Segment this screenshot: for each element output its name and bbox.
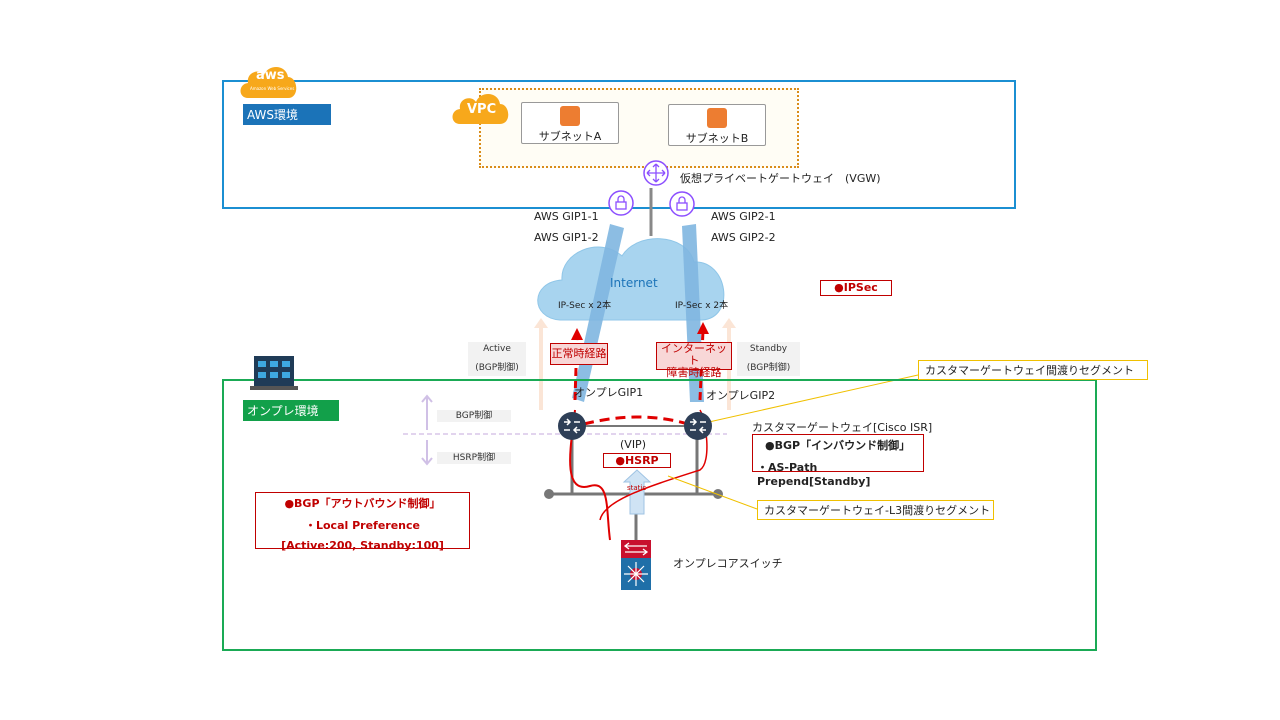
router-standby-icon [684,412,712,440]
core-switch-icon [621,540,651,590]
subnet-a: サブネットA [521,102,619,144]
aws-cloud-icon [240,66,297,98]
aws-logo-text: aws [256,68,285,83]
core-switch-label: オンプレコアスイッチ [673,557,783,570]
subnet-b-label: サブネットB [685,132,749,145]
inbound-control-box: ●BGP「インバウンド制御」 ・AS-Path Prepend[Standby] [752,434,924,488]
ipsec-legend: ●IPSec [820,280,892,296]
aws-logo-subtext: Amazon Web Services [250,86,295,91]
subnet-b-icon [707,108,727,128]
hsrp-label: ●HSRP [603,453,671,468]
inbound-line-1: ●BGP「インバウンド制御」 [765,439,911,452]
static-label: static [627,484,647,492]
aws-gip1-1: AWS GIP1-1 [534,210,599,223]
ipsec-right-label: IP-Sec x 2本 [675,301,729,311]
hsrp-control-label: HSRP制御 [437,452,511,464]
failure-path-label: インターネット 障害時経路 [656,342,732,379]
standby-label: Standby [749,344,788,354]
onprem-region-box [222,379,1097,651]
aws-env-label: AWS環境 [243,104,331,125]
customer-gateway-label: カスタマーゲートウェイ[Cisco ISR] [752,421,933,434]
standby-sublabel: (BGP制御) [746,363,791,373]
vpc-label: VPC [467,102,497,117]
internet-label: Internet [610,276,658,290]
internet-cloud-icon [537,238,725,321]
vip-label: (VIP) [620,438,646,451]
aws-gip2-1: AWS GIP2-1 [711,210,776,223]
onprem-gip2-label: オンプレGIP2 [706,389,776,402]
inbound-line-2: ・AS-Path Prepend[Standby] [757,461,871,488]
vgw-label: 仮想プライベートゲートウェイ (VGW) [680,172,881,185]
vpn-connection-1-icon [608,190,634,216]
outbound-line-1: ●BGP「アウトバウンド制御」 [284,497,441,510]
router-active-icon [558,412,586,440]
active-label: Active [483,344,511,354]
vgw-icon [643,160,669,186]
onprem-env-label: オンプレ環境 [243,400,339,421]
outbound-line-3: [Active:200, Standby:100] [281,539,444,552]
segment-bottom-callout: カスタマーゲートウェイ-L3間渡りセグメント [757,500,994,520]
active-box: Active (BGP制御) [468,342,526,376]
outbound-line-2: ・Local Preference [304,519,420,532]
aws-gip1-2: AWS GIP1-2 [534,231,599,244]
vpc-cloud-icon [452,93,509,124]
ipsec-left-label: IP-Sec x 2本 [558,301,612,311]
active-sublabel: (BGP制御) [475,363,519,373]
aws-gip2-2: AWS GIP2-2 [711,231,776,244]
failure-path-label-1: インターネット [661,342,727,367]
failure-path-label-2: 障害時経路 [666,366,722,379]
subnet-a-label: サブネットA [538,130,602,143]
outbound-control-box: ●BGP「アウトバウンド制御」 ・Local Preference [Activ… [255,492,470,552]
subnet-a-icon [560,106,580,126]
onprem-gip1-label: オンプレGIP1 [574,386,644,399]
vpn-connection-2-icon [669,191,695,217]
normal-path-label: 正常時経路 [550,343,608,365]
bgp-control-label: BGP制御 [437,410,511,422]
building-icon [250,356,298,390]
segment-top-callout: カスタマーゲートウェイ間渡りセグメント [918,360,1148,380]
subnet-b: サブネットB [668,104,766,146]
standby-box: Standby (BGP制御) [737,342,800,376]
